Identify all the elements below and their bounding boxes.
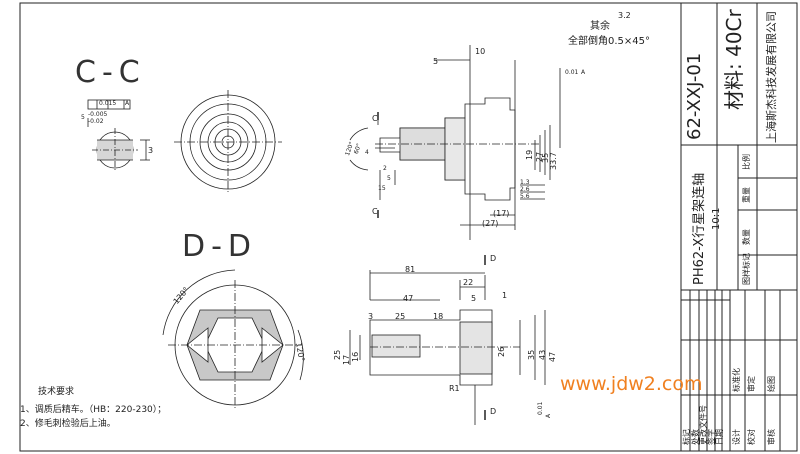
label-drawing-mark: 图样标记 [742,253,751,285]
cc-section-label: C-C [75,55,146,90]
upper-dim-runout: 0.01 [565,69,579,76]
lower-section-mark-bottom: D [490,407,497,416]
label-scale: 比例 [742,154,751,170]
roughness-value: 3.2 [618,11,631,20]
sign-standard: 标准化 [732,368,741,392]
dd-section-view [162,269,304,410]
lower-dim-r1: R1 [449,384,460,393]
lower-dim-3: 3 [368,312,374,321]
upper-dim-27b: (27) [482,219,499,228]
lower-dim-25b: 25 [333,349,342,360]
cc-dim-tol-upper: -0.005 [88,111,108,118]
upper-dim-19: 19 [525,149,534,160]
label-quantity: 数量 [742,229,751,245]
lower-dim-47: 47 [403,294,414,303]
dd-section-label: D-D [182,229,258,264]
lower-dim-47b: 47 [548,351,557,362]
row-label-mark: 标记 [682,429,691,445]
upper-dim-10: 10 [475,47,486,56]
upper-dim-15: 15 [378,185,386,192]
company-name: 上海斯杰科技发展有限公司 [765,11,778,143]
lower-dim-35: 35 [527,349,536,360]
upper-dim-33-7: 33.7 [549,152,558,170]
other-roughness-prefix: 其余 [590,21,610,32]
sign-check: 校对 [747,429,756,445]
material: 材料: 40Cr [722,9,746,110]
cc-dim-tol-lower: -0.02 [88,118,104,125]
end-view-circles [174,90,282,194]
section-cut-marks [377,112,486,420]
upper-dim-5-6: 5.6 [520,193,530,200]
upper-dim-4: 4 [365,149,369,156]
upper-section-mark-bottom: C [372,207,378,216]
tech-item-1: 1、调质后精车。（HB：220-230）； [20,405,167,415]
sign-review: 审核 [767,429,776,445]
lower-dim-runout: 0.01 [537,401,544,415]
lower-dim-22: 22 [463,278,474,287]
lower-dim-18: 18 [433,312,444,321]
upper-dim-5b: 5 [387,175,391,182]
cc-datum: A [125,100,130,107]
lower-part-view [349,270,546,425]
lower-dim-5: 5 [471,294,477,303]
upper-section-mark-top: C [372,114,378,123]
title-block-frame [680,2,798,452]
part-name: PH62-X行星架连轴 [692,172,707,285]
upper-part-view [349,45,561,240]
upper-dim-2-6: 2.6 [520,186,530,193]
lower-dim-26: 26 [497,346,506,357]
scale-value: 10:1 [711,207,722,230]
cc-tolerance: 0.015 [99,100,117,107]
cc-section-view [87,99,150,172]
row-label-date: 日期 [715,429,724,445]
upper-dim-1-3: 1.3 [520,179,530,186]
lower-dim-datum: A [545,413,552,418]
tech-item-2: 2、修毛刺检验后上油。 [20,419,116,429]
lower-dim-43: 43 [538,349,547,360]
sign-draw: 绘图 [767,376,776,392]
upper-dim-5: 5 [433,57,439,66]
lower-section-mark-top: D [490,254,497,263]
upper-dim-17: (17) [493,209,510,218]
cc-dim-width: 5 [81,114,85,121]
sign-approve: 审定 [747,376,756,392]
upper-dim-datum: A [581,69,586,76]
lower-dim-1: 1 [502,291,508,300]
cc-dim-depth: 3 [148,146,154,155]
sign-design: 设计 [732,429,741,445]
lower-dim-17: 17 [342,354,351,365]
lower-dim-25: 25 [395,312,406,321]
upper-dim-2: 2 [383,165,387,172]
chamfer-note: 全部倒角0.5×45° [568,36,651,47]
tech-title: 技术要求 [38,387,75,397]
lower-dim-81: 81 [405,265,416,274]
label-weight: 重量 [742,187,751,203]
lower-dim-16: 16 [351,351,360,362]
watermark: www.jdw2.com [560,373,703,395]
drawing-number: 62-XXJ-01 [684,52,705,140]
